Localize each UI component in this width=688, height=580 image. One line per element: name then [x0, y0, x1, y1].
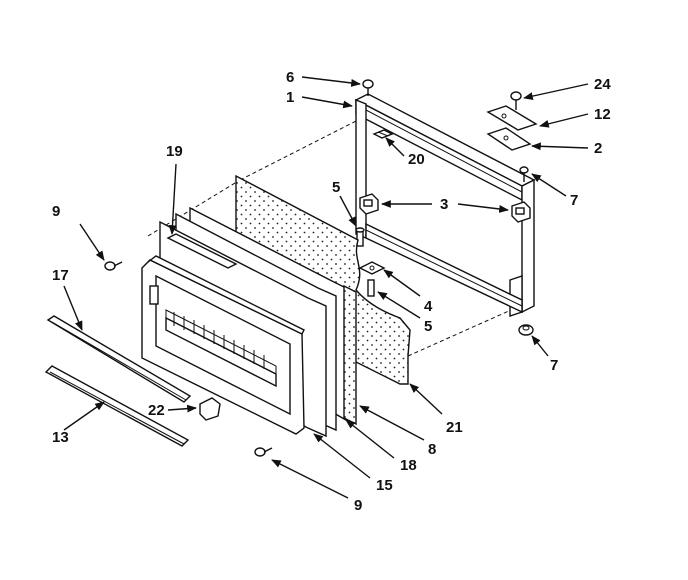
callout-2: 2	[594, 140, 602, 157]
callout-19: 19	[166, 143, 183, 160]
callout-21: 21	[446, 419, 463, 436]
screw-bottom	[254, 447, 273, 457]
callout-1: 1	[286, 89, 294, 106]
callout-24: 24	[594, 76, 611, 93]
door-shelf-rack	[165, 309, 277, 388]
callout-7-upper: 7	[570, 192, 578, 209]
hinge-pin-parts	[355, 227, 386, 297]
callout-labels: 6 1 24 12 2 7 3 20 5 19 9 17 4 5 7 21 8 …	[52, 69, 611, 514]
door-stop	[199, 397, 221, 421]
screw-top-left	[362, 79, 374, 96]
callout-15: 15	[376, 477, 393, 494]
screw-top-right	[510, 91, 522, 110]
callout-4: 4	[424, 298, 433, 315]
callout-6: 6	[286, 69, 294, 86]
callout-17: 17	[52, 267, 69, 284]
callout-13: 13	[52, 429, 69, 446]
leader-lines	[63, 76, 589, 499]
callout-7-lower: 7	[550, 357, 558, 374]
pivot-bushing	[518, 324, 534, 336]
callout-9-left: 9	[52, 203, 60, 220]
callout-5-upper: 5	[332, 179, 340, 196]
callout-20: 20	[408, 151, 425, 168]
callout-18: 18	[400, 457, 417, 474]
trim-rails	[44, 315, 192, 447]
door-strip	[166, 233, 238, 269]
callout-9-bottom: 9	[354, 497, 362, 514]
door-outer-panel	[141, 255, 305, 435]
screw-parts	[362, 79, 534, 336]
hinge-plates	[359, 193, 531, 223]
callout-8: 8	[428, 441, 436, 458]
screw-left	[104, 261, 123, 271]
hinge-tab	[372, 129, 394, 139]
screw-right-upper	[519, 166, 529, 182]
callout-22: 22	[148, 402, 165, 419]
callout-5-lower: 5	[424, 318, 432, 335]
callout-12: 12	[594, 106, 611, 123]
hinge-shim-plates	[486, 105, 538, 151]
door-frame-bracket	[354, 93, 536, 317]
callout-3: 3	[440, 196, 448, 213]
door-screws	[104, 261, 273, 457]
